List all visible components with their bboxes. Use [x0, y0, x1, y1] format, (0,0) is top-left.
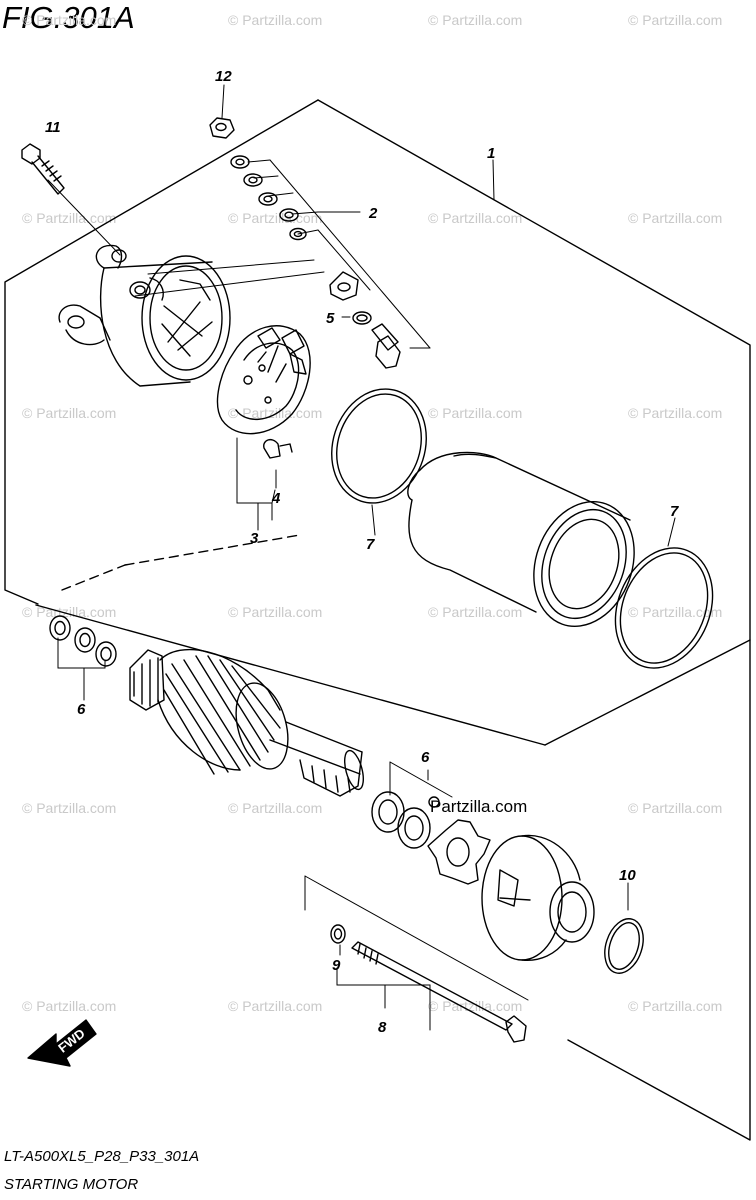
lock-plate — [427, 819, 491, 885]
callout-label: 9 — [332, 957, 341, 974]
o-ring-7-rear — [614, 547, 714, 669]
callout-label: 2 — [368, 205, 378, 222]
watermark: © Partzilla.com — [628, 405, 723, 421]
watermark: © Partzilla.com — [228, 998, 323, 1014]
washers-6-right — [371, 791, 440, 849]
watermark: © Partzilla.com — [628, 998, 723, 1014]
watermark: © Partzilla.com — [428, 210, 523, 226]
callout-label: 6 — [77, 701, 86, 718]
watermark: © Partzilla.com — [428, 998, 523, 1014]
callout-label: 6 — [421, 749, 430, 766]
forward-arrow-icon: FWD — [27, 1019, 97, 1067]
callout-label: 5 — [326, 310, 335, 327]
washers-6-left — [49, 615, 117, 667]
callouts: 1 2 3 4 5 6 6 7 7 8 9 10 11 12 — [45, 68, 679, 1036]
nut-12 — [209, 117, 235, 139]
watermark: © Partzilla.com — [428, 12, 523, 28]
brand-label: Partzilla.com — [430, 797, 528, 816]
watermark: © Partzilla.com — [628, 800, 723, 816]
callout-label: 4 — [271, 490, 281, 507]
watermark: © Partzilla.com — [428, 405, 523, 421]
rear-housing — [58, 244, 231, 387]
diagram-code: LT-A500XL5_P28_P33_301A — [4, 1148, 200, 1165]
watermark: © Partzilla.com — [22, 998, 117, 1014]
diagram-name: STARTING MOTOR — [4, 1176, 139, 1193]
watermark: © Partzilla.com — [22, 800, 117, 816]
assembly-outline — [4, 99, 751, 1141]
watermark: © Partzilla.com — [22, 12, 117, 28]
front-cover — [481, 834, 595, 961]
through-bolt-8 — [351, 941, 527, 1043]
watermark: © Partzilla.com — [228, 604, 323, 620]
callout-label: 10 — [619, 867, 636, 884]
yoke-housing — [407, 451, 635, 628]
leader-lines — [47, 84, 676, 1031]
callout-label: 7 — [366, 536, 375, 553]
callout-label: 3 — [250, 530, 259, 547]
o-ring-9 — [330, 924, 346, 944]
terminal-bolt — [371, 323, 401, 369]
o-ring-5 — [352, 311, 372, 325]
armature — [129, 648, 365, 797]
bolt-11 — [21, 143, 65, 195]
watermark: © Partzilla.com — [228, 405, 323, 421]
brush-holder-3 — [216, 325, 311, 459]
callout-label: 8 — [378, 1019, 387, 1036]
watermark: © Partzilla.com — [22, 405, 117, 421]
watermark: © Partzilla.com — [628, 12, 723, 28]
figure-title: FIG.301A — [2, 0, 135, 35]
washers-2 — [230, 155, 359, 301]
watermark: © Partzilla.com — [428, 604, 523, 620]
watermark: © Partzilla.com — [228, 12, 323, 28]
o-ring-7-front — [331, 388, 427, 504]
callout-label: 12 — [215, 68, 232, 85]
callout-label: 7 — [670, 503, 679, 520]
watermark: © Partzilla.com — [628, 210, 723, 226]
o-ring-10 — [604, 918, 644, 974]
watermark: © Partzilla.com — [22, 210, 117, 226]
watermark: © Partzilla.com — [228, 800, 323, 816]
watermark: © Partzilla.com — [628, 604, 723, 620]
watermark: © Partzilla.com — [228, 210, 323, 226]
callout-label: 1 — [487, 145, 495, 162]
callout-label: 11 — [45, 119, 61, 136]
